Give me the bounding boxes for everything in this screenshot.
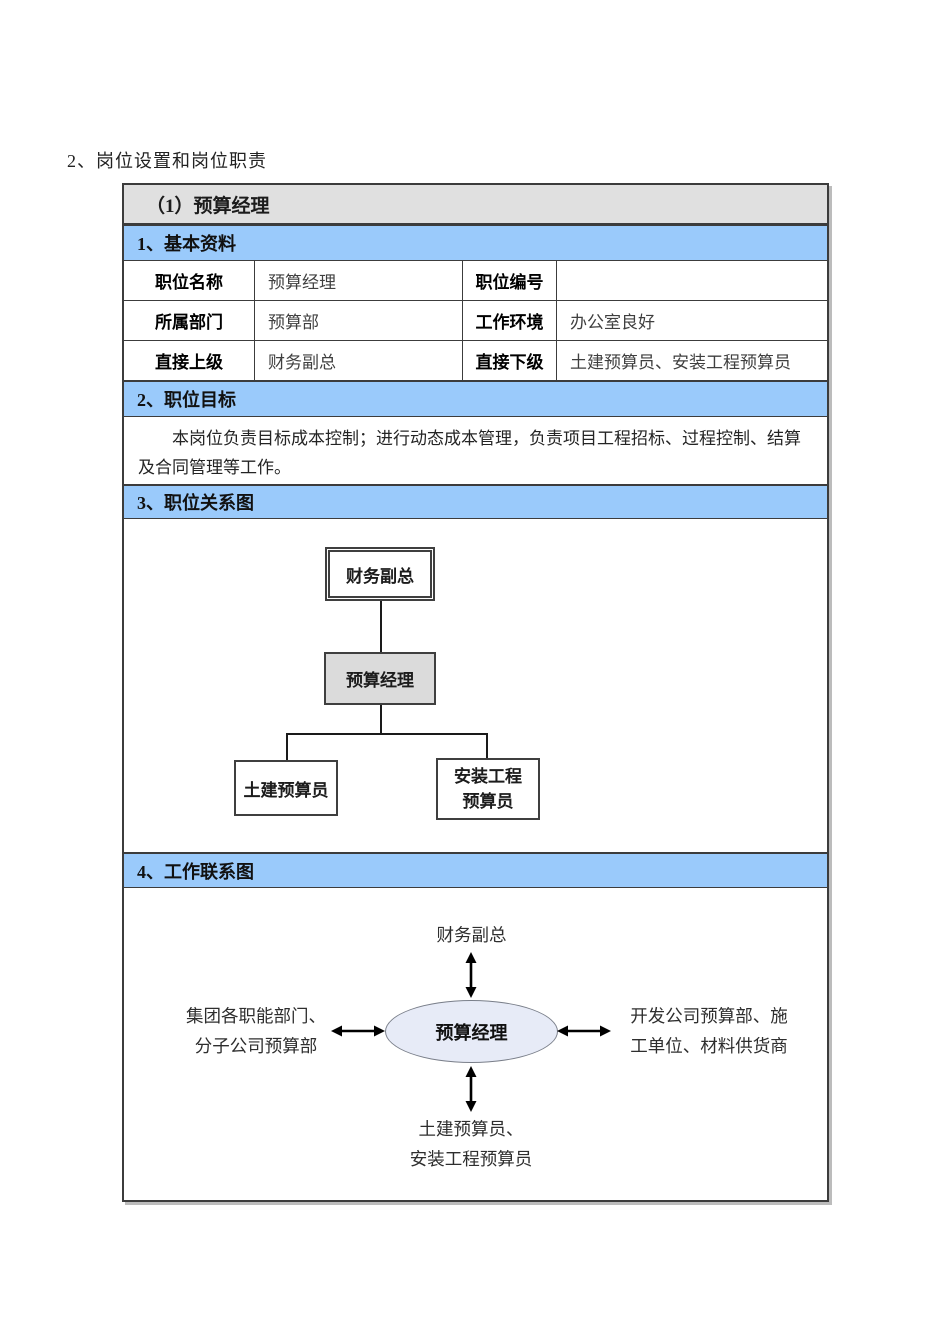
basic-row-label: 直接下级 [463, 341, 557, 381]
org-connector-line [380, 705, 382, 733]
org-connector-line [286, 733, 488, 735]
contact-label-cfo: 财务副总 [436, 925, 507, 945]
section-header-relation-chart: 3、职位关系图 [124, 485, 827, 519]
contact-label-group-depts-line1: 集团各职能部门、 [186, 1006, 326, 1026]
position-goal-paragraph: 本岗位负责目标成本控制；进行动态成本管理，负责项目工程招标、过程控制、结算及合同… [124, 417, 827, 485]
basic-row-value [557, 261, 827, 301]
double-arrow-horizontal-left-icon [331, 1025, 385, 1037]
org-connector-line [486, 733, 488, 760]
basic-row-label: 职位名称 [124, 261, 255, 301]
contact-label-estimators-line2: 安装工程预算员 [409, 1149, 533, 1169]
basic-row-label: 职位编号 [463, 261, 557, 301]
org-box-installation-estimator: 安装工程 预算员 [436, 758, 540, 820]
org-box-civil-estimator: 土建预算员 [234, 760, 338, 816]
org-box-cfo: 财务副总 [325, 547, 435, 601]
basic-row-label: 直接上级 [124, 341, 255, 381]
section-header-relation-chart-text: 3、职位关系图 [137, 493, 254, 513]
double-arrow-vertical-top-icon [465, 952, 477, 998]
section-header-contact-chart-text: 4、工作联系图 [137, 861, 254, 882]
contact-label-dev-company-line2: 工单位、材料供货商 [630, 1036, 788, 1056]
org-box-budget-manager: 预算经理 [324, 652, 436, 705]
org-box-installation-line1: 安装工程 [454, 767, 522, 786]
table-title-bar: （1）预算经理 [124, 185, 827, 225]
section-header-position-goal-text: 2、职位目标 [137, 390, 236, 410]
contact-label-group-depts: 集团各职能部门、 分子公司预算部 [152, 1001, 360, 1061]
org-connector-line [380, 601, 382, 652]
basic-row-value: 预算部 [255, 301, 463, 341]
double-arrow-horizontal-right-icon [557, 1025, 611, 1037]
basic-row-value: 预算经理 [255, 261, 463, 301]
basic-row-value: 土建预算员、安装工程预算员 [557, 341, 827, 381]
double-arrow-vertical-bottom-icon [465, 1066, 477, 1112]
basic-row-value: 办公室良好 [557, 301, 827, 341]
section-header-basic-info-text: 1、基本资料 [137, 234, 236, 254]
position-description-table: （1）预算经理 1、基本资料 职位名称 预算经理 职位编号 所属部门 预算部 工… [122, 183, 829, 1202]
contact-center-ellipse: 预算经理 [385, 1000, 558, 1063]
org-chart: 财务副总 预算经理 土建预算员 安装工程 预算员 [124, 519, 827, 853]
org-connector-line [286, 733, 288, 762]
basic-row-label: 所属部门 [124, 301, 255, 341]
section-header-basic-info: 1、基本资料 [124, 225, 827, 261]
contact-label-dev-company-line1: 开发公司预算部、施 [630, 1006, 788, 1026]
section-header-contact-chart: 4、工作联系图 [124, 853, 827, 888]
table-title-text: （1）预算经理 [146, 195, 270, 217]
contact-label-estimators-line1: 土建预算员、 [418, 1119, 524, 1139]
page-heading: 2、岗位设置和岗位职责 [67, 151, 267, 171]
org-box-installation-line2: 预算员 [462, 792, 514, 811]
contact-label-group-depts-line2: 分子公司预算部 [194, 1036, 318, 1056]
contact-label-estimators: 土建预算员、 安装工程预算员 [371, 1114, 571, 1174]
basic-info-grid: 职位名称 预算经理 职位编号 所属部门 预算部 工作环境 办公室良好 直接上级 … [124, 261, 827, 381]
basic-row-value: 财务副总 [255, 341, 463, 381]
section-header-position-goal: 2、职位目标 [124, 381, 827, 417]
work-contact-diagram: 财务副总 集团各职能部门、 分子公司预算部 预算经理 开发公司预算部、施 工单位… [124, 888, 827, 1200]
basic-row-label: 工作环境 [463, 301, 557, 341]
contact-label-dev-company: 开发公司预算部、施 工单位、材料供货商 [603, 1001, 815, 1061]
